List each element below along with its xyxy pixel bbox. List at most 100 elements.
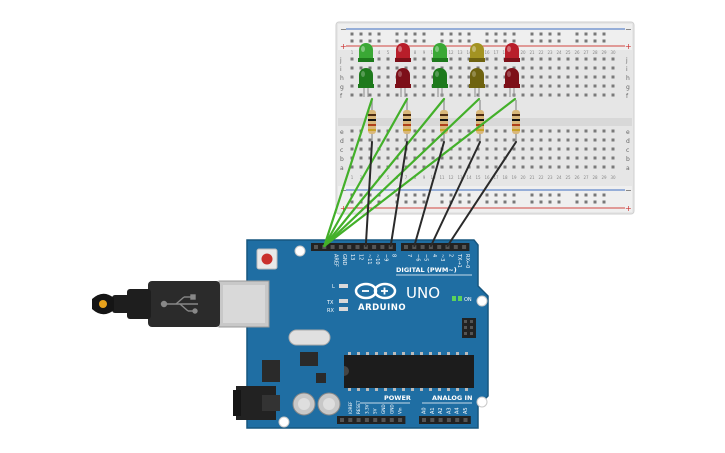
breadboard-hole[interactable] xyxy=(485,93,489,97)
breadboard-hole[interactable] xyxy=(557,75,561,79)
rail-hole[interactable] xyxy=(503,32,507,36)
rail-hole[interactable] xyxy=(530,193,534,197)
rail-hole[interactable] xyxy=(350,32,354,36)
header-pin[interactable] xyxy=(437,245,442,249)
breadboard-hole[interactable] xyxy=(449,165,453,169)
breadboard-hole[interactable] xyxy=(584,93,588,97)
breadboard-hole[interactable] xyxy=(440,66,444,70)
header-pin[interactable] xyxy=(330,245,335,249)
breadboard-hole[interactable] xyxy=(404,138,408,142)
header-pin[interactable] xyxy=(373,418,378,422)
rail-hole[interactable] xyxy=(530,39,534,43)
breadboard-hole[interactable] xyxy=(602,75,606,79)
breadboard-hole[interactable] xyxy=(557,57,561,61)
breadboard-hole[interactable] xyxy=(467,75,471,79)
breadboard-hole[interactable] xyxy=(575,165,579,169)
breadboard-hole[interactable] xyxy=(539,129,543,133)
breadboard-hole[interactable] xyxy=(368,93,372,97)
rail-hole[interactable] xyxy=(350,39,354,43)
rail-hole[interactable] xyxy=(440,200,444,204)
breadboard-hole[interactable] xyxy=(593,165,597,169)
rail-hole[interactable] xyxy=(593,32,597,36)
rail-hole[interactable] xyxy=(503,193,507,197)
breadboard-hole[interactable] xyxy=(422,66,426,70)
breadboard-hole[interactable] xyxy=(575,93,579,97)
breadboard-hole[interactable] xyxy=(566,156,570,160)
breadboard-hole[interactable] xyxy=(422,129,426,133)
breadboard-hole[interactable] xyxy=(602,129,606,133)
breadboard-hole[interactable] xyxy=(458,66,462,70)
icsp-header[interactable] xyxy=(462,318,476,338)
breadboard-hole[interactable] xyxy=(584,129,588,133)
breadboard-hole[interactable] xyxy=(512,156,516,160)
breadboard-hole[interactable] xyxy=(521,156,525,160)
header-pin[interactable] xyxy=(356,418,361,422)
breadboard-hole[interactable] xyxy=(503,129,507,133)
breadboard-hole[interactable] xyxy=(494,156,498,160)
resistor[interactable] xyxy=(368,100,376,142)
usb-connector[interactable] xyxy=(218,280,270,328)
breadboard-hole[interactable] xyxy=(548,66,552,70)
breadboard-hole[interactable] xyxy=(395,165,399,169)
breadboard-hole[interactable] xyxy=(539,66,543,70)
breadboard-hole[interactable] xyxy=(467,66,471,70)
breadboard-hole[interactable] xyxy=(395,93,399,97)
breadboard-hole[interactable] xyxy=(602,84,606,88)
breadboard-hole[interactable] xyxy=(395,147,399,151)
breadboard-hole[interactable] xyxy=(584,75,588,79)
breadboard-hole[interactable] xyxy=(377,156,381,160)
breadboard-hole[interactable] xyxy=(422,75,426,79)
breadboard-hole[interactable] xyxy=(494,138,498,142)
breadboard-hole[interactable] xyxy=(350,165,354,169)
rail-hole[interactable] xyxy=(422,193,426,197)
rail-hole[interactable] xyxy=(377,39,381,43)
breadboard-hole[interactable] xyxy=(521,147,525,151)
breadboard-hole[interactable] xyxy=(377,57,381,61)
rail-hole[interactable] xyxy=(602,32,606,36)
rail-hole[interactable] xyxy=(458,193,462,197)
breadboard-hole[interactable] xyxy=(368,156,372,160)
breadboard-hole[interactable] xyxy=(611,156,615,160)
rail-hole[interactable] xyxy=(377,200,381,204)
breadboard-hole[interactable] xyxy=(431,156,435,160)
breadboard-hole[interactable] xyxy=(557,147,561,151)
breadboard-hole[interactable] xyxy=(530,147,534,151)
rail-hole[interactable] xyxy=(548,32,552,36)
breadboard-hole[interactable] xyxy=(350,147,354,151)
breadboard-hole[interactable] xyxy=(386,93,390,97)
breadboard-hole[interactable] xyxy=(422,84,426,88)
breadboard-hole[interactable] xyxy=(467,93,471,97)
rail-hole[interactable] xyxy=(557,200,561,204)
breadboard-hole[interactable] xyxy=(431,129,435,133)
ground-wire[interactable] xyxy=(323,97,374,248)
rail-hole[interactable] xyxy=(440,32,444,36)
breadboard-hole[interactable] xyxy=(539,84,543,88)
breadboard-hole[interactable] xyxy=(494,129,498,133)
breadboard-hole[interactable] xyxy=(377,129,381,133)
icsp-pin[interactable] xyxy=(470,332,473,335)
breadboard-hole[interactable] xyxy=(422,156,426,160)
breadboard-hole[interactable] xyxy=(521,138,525,142)
breadboard-hole[interactable] xyxy=(350,57,354,61)
breadboard-hole[interactable] xyxy=(350,93,354,97)
power-jack[interactable] xyxy=(233,386,280,420)
rail-hole[interactable] xyxy=(548,39,552,43)
breadboard-hole[interactable] xyxy=(584,138,588,142)
rail-hole[interactable] xyxy=(602,39,606,43)
breadboard-hole[interactable] xyxy=(359,147,363,151)
breadboard-hole[interactable] xyxy=(485,84,489,88)
rail-hole[interactable] xyxy=(422,200,426,204)
usb-cable[interactable] xyxy=(92,281,220,327)
breadboard-hole[interactable] xyxy=(584,156,588,160)
led[interactable] xyxy=(358,43,374,97)
breadboard-hole[interactable] xyxy=(566,84,570,88)
rail-hole[interactable] xyxy=(395,193,399,197)
breadboard-hole[interactable] xyxy=(539,75,543,79)
rail-hole[interactable] xyxy=(539,32,543,36)
rail-hole[interactable] xyxy=(494,200,498,204)
breadboard-hole[interactable] xyxy=(386,156,390,160)
breadboard-hole[interactable] xyxy=(611,138,615,142)
resistor[interactable] xyxy=(440,100,448,142)
